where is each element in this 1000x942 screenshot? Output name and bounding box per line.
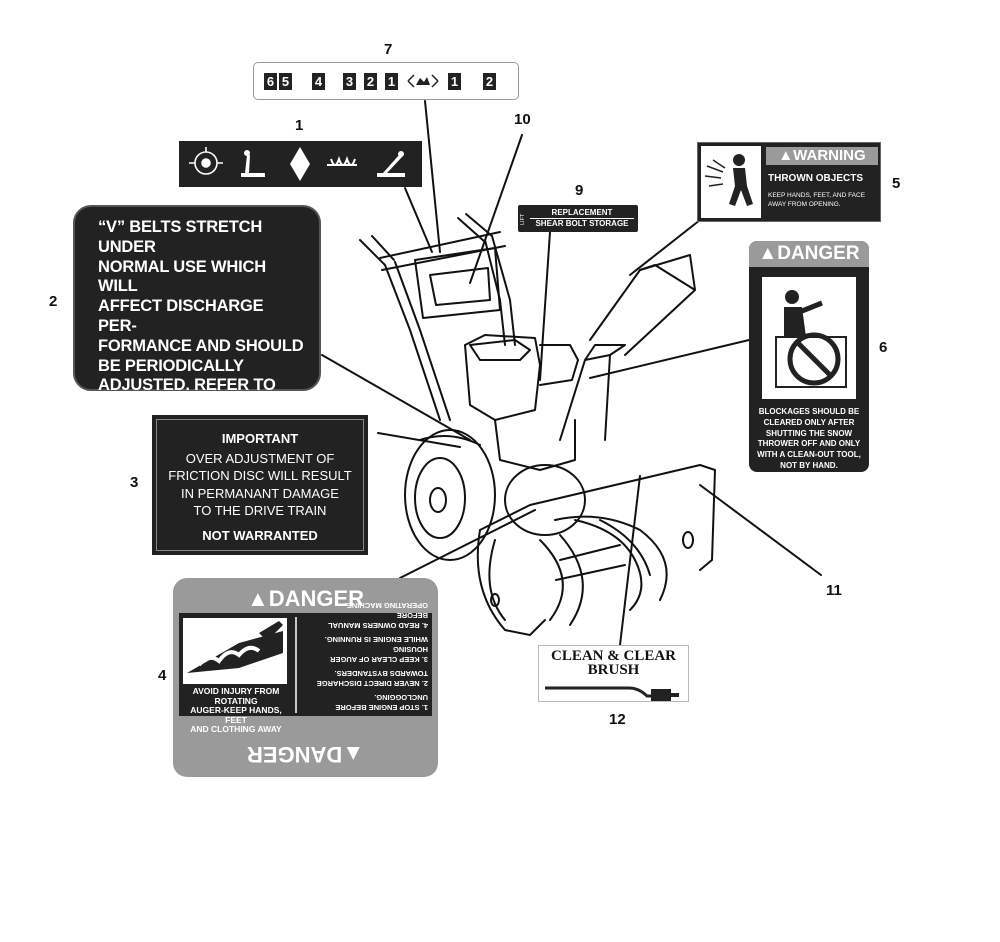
thrown-objects-warning-decal: ▲WARNING THROWN OBJECTS KEEP HANDS, FEET… [697,142,881,222]
diamond-divider-icon [290,147,310,181]
notice-line-4: TO THE DRIVE TRAIN [193,503,327,518]
danger-header: ▲DANGER [749,241,869,267]
brush-icon [545,686,679,701]
shear-bolt-storage-decal: LIFT REPLACEMENT SHEAR BOLT STORAGE [518,205,638,232]
step-2: 2. NEVER DIRECT DISCHARGE TOWARDS BYSTAN… [316,669,428,688]
clean-clear-brush-decal: CLEAN & CLEAR BRUSH [538,645,689,702]
speed-glyph-5: 5 [279,72,292,90]
clean-clear-line-1: CLEAN & CLEAR [550,648,676,664]
auger-danger-decal: ▲DANGER AVOID INJURY FROM ROTATING AUGER… [173,578,438,777]
callout-11: 11 [826,582,842,599]
step-3: 3. KEEP CLEAR OF AUGER HOUSING WHILE ENG… [324,635,428,664]
warning-triangle-icon: ▲ [778,147,794,164]
danger-header: ▲DANGER [246,586,365,611]
thrown-objects-title: THROWN OBJECTS [768,173,863,184]
reverse-glyph-2: 2 [483,72,496,90]
notice-line-3: IN PERMANANT DAMAGE [181,485,339,501]
speed-glyph-1: 1 [385,72,398,90]
thrown-objects-line-1: KEEP HANDS, FEET, AND FACE [768,192,866,199]
thrown-objects-pictogram [701,146,761,218]
drive-wheel-icon [189,147,223,175]
no-hands-pictogram [762,277,856,399]
callout-3: 3 [130,474,139,491]
important-heading: IMPORTANT [221,431,299,446]
speed-glyph-3: 3 [343,72,356,90]
danger-footer-upside-down: ▲DANGER [246,742,365,767]
lift-label: LIFT [520,213,526,225]
thrown-objects-line-2: AWAY FROM OPENING. [768,201,841,208]
warning-triangle-icon: ▲ [246,586,269,611]
callout-2: 2 [49,293,58,310]
friction-disc-notice-decal: IMPORTANT OVER ADJUSTMENT OF FRICTION DI… [152,415,368,555]
callout-6: 6 [879,339,888,356]
drive-lever-icon [241,150,265,177]
callout-12: 12 [609,711,626,728]
step-4: 4. READ OWNERS MANUAL BEFORE OPERATING M… [328,601,428,630]
not-warranted-text: NOT WARRANTED [202,527,318,543]
callout-1: 1 [295,117,304,134]
neutral-arrows-icon [407,74,439,88]
control-symbols-decal [179,141,422,187]
callout-7: 7 [384,41,393,58]
auger-lever-icon [377,151,405,177]
hand-auger-icon [187,621,283,673]
danger-steps-upside-down: 1. STOP ENGINE BEFORE UNCLOGGING. 2. NEV… [300,601,428,712]
speed-glyph-2: 2 [364,72,377,90]
step-1: 1. STOP ENGINE BEFORE UNCLOGGING. [335,693,428,712]
blockage-danger-decal: ▲DANGER BLOCKAGES SHOULD BE CLEARED ONLY… [749,241,869,472]
callout-5: 5 [892,175,901,192]
v-belt-notice-text: “V” BELTS STRETCH UNDER NORMAL USE WHICH… [98,218,304,434]
danger-panel: AVOID INJURY FROM ROTATING AUGER-KEEP HA… [179,601,432,734]
speed-glyph-4: 4 [312,72,325,90]
blockage-instructions: BLOCKAGES SHOULD BE CLEARED ONLY AFTER S… [757,407,861,470]
callout-4: 4 [158,667,167,684]
callout-9: 9 [575,182,584,199]
notice-line-1: OVER ADJUSTMENT OF [185,450,335,466]
notice-line-2: FRICTION DISC WILL RESULT [168,468,352,483]
auger-caption: AVOID INJURY FROM ROTATING AUGER-KEEP HA… [190,686,282,734]
warning-triangle-icon: ▲ [758,243,778,264]
v-belt-notice-decal: “V” BELTS STRETCH UNDER NORMAL USE WHICH… [73,205,321,434]
shear-bolt-label: SHEAR BOLT STORAGE [530,218,634,228]
callout-10: 10 [514,111,531,128]
speed-selector-decal: 6 5 4 3 2 1 1 2 [253,62,519,100]
auger-icon [327,155,357,166]
warning-triangle-icon: ▲ [342,742,365,767]
replacement-label: REPLACEMENT [551,208,613,217]
speed-glyph-6: 6 [264,72,277,90]
brush-line: BRUSH [587,662,640,678]
warning-signal-bar: ▲WARNING [766,147,878,165]
reverse-glyph-1: 1 [448,72,461,90]
